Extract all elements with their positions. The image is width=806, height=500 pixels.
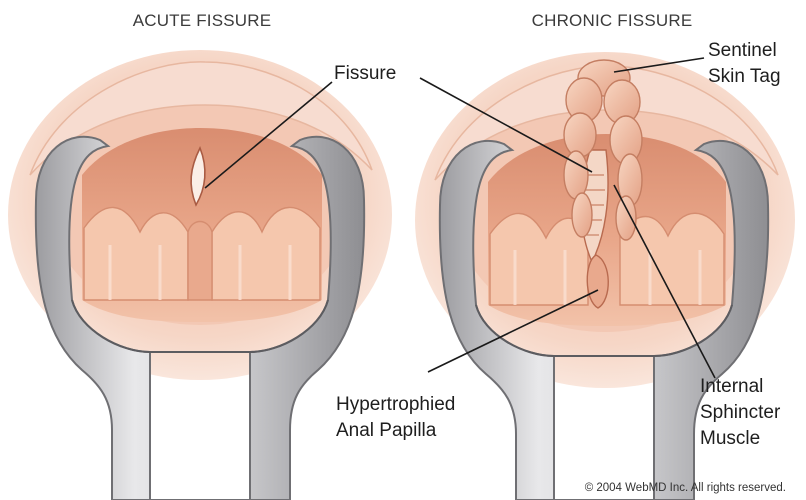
label-fissure: Fissure	[334, 63, 396, 84]
label-papilla-line2: Anal Papilla	[336, 420, 437, 441]
label-sphincter-line2: Sphincter	[700, 402, 781, 423]
acute-mucosal-folds	[84, 207, 320, 300]
heading-acute: ACUTE FISSURE	[133, 11, 272, 30]
label-papilla-line1: Hypertrophied	[336, 394, 455, 415]
label-sphincter-line3: Muscle	[700, 428, 760, 449]
label-sentinel-line1: Sentinel	[708, 40, 777, 61]
copyright-notice: © 2004 WebMD Inc. All rights reserved.	[585, 482, 786, 494]
label-sentinel-line2: Skin Tag	[708, 66, 781, 87]
acute-fissure-panel	[8, 50, 392, 500]
heading-chronic: CHRONIC FISSURE	[532, 11, 693, 30]
label-sphincter-line1: Internal	[700, 376, 763, 397]
